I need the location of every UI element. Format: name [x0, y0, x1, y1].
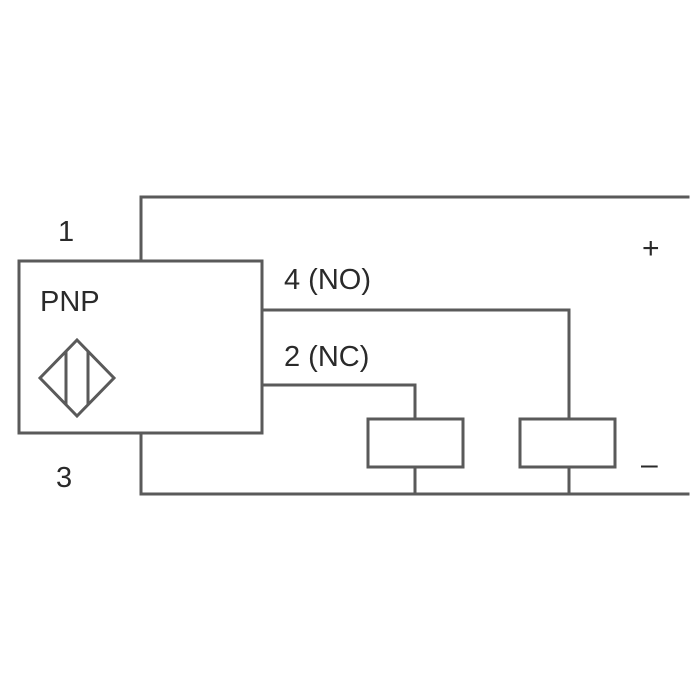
sensor-type-label: PNP — [40, 286, 100, 318]
inductive-sensor-icon — [37, 337, 117, 419]
output-nc-label: 2 (NC) — [284, 341, 369, 373]
output-no-label: 4 (NO) — [284, 264, 371, 296]
pin-3-label: 3 — [56, 462, 72, 494]
sensor-body — [17, 259, 264, 435]
pin-1-label: 1 — [58, 216, 74, 248]
load-no — [518, 417, 617, 469]
load-nc — [366, 417, 465, 469]
supply-negative-label: – — [641, 448, 658, 481]
supply-positive-label: + — [642, 232, 660, 265]
